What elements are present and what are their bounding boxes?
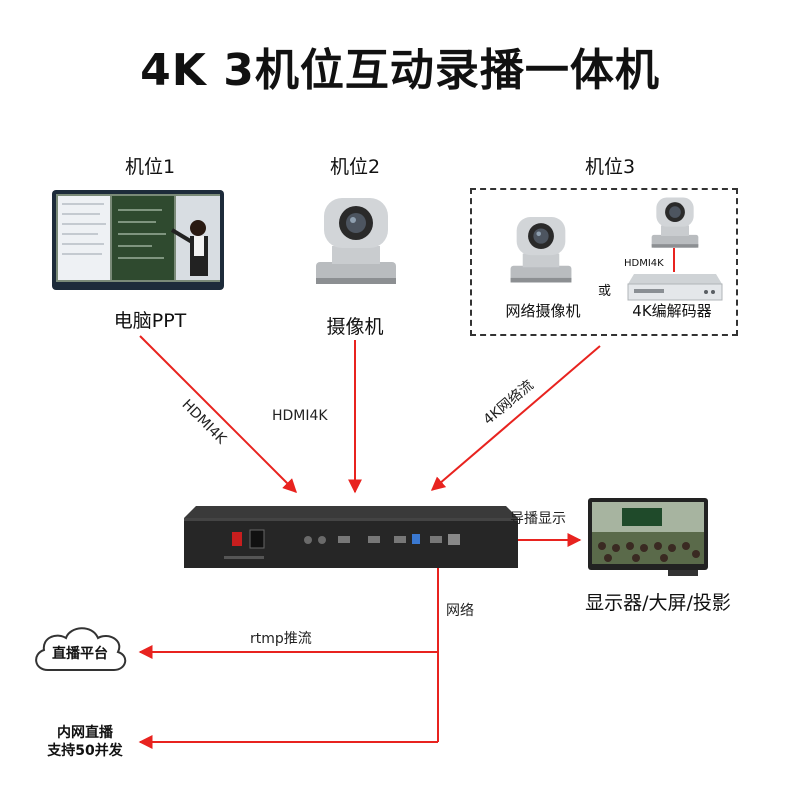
network-camera-caption: 网络摄像机 xyxy=(505,302,581,320)
intranet-line-1: 内网直播 xyxy=(57,725,113,741)
cam1-heading: 机位1 xyxy=(124,156,176,178)
network-camera-icon xyxy=(506,212,576,286)
live-platform-label: 直播平台 xyxy=(52,646,108,662)
decoder-link-label: HDMI4K xyxy=(624,258,664,269)
ptz-camera-icon xyxy=(310,192,402,288)
monitor-icon xyxy=(588,498,708,576)
small-camera-icon xyxy=(648,194,702,250)
edge-rtmp: rtmp推流 xyxy=(250,631,312,647)
arrow-cam3 xyxy=(430,345,601,491)
classroom-board-icon xyxy=(52,190,224,290)
page-title: 4K 3机位互动录播一体机 xyxy=(140,45,660,96)
display-caption: 显示器/大屏/投影 xyxy=(585,592,731,614)
or-text: 或 xyxy=(598,284,612,299)
power-switch-icon xyxy=(232,532,242,546)
recorder-device xyxy=(184,506,518,568)
pc-ppt-image xyxy=(52,190,224,290)
cam2-caption: 摄像机 xyxy=(326,316,384,338)
cloud-icon xyxy=(28,622,132,678)
intranet-line-2: 支持50并发 xyxy=(47,743,123,759)
cam1-caption: 电脑PPT xyxy=(113,310,187,332)
decoder-caption: 4K编解码器 xyxy=(632,302,712,320)
edge-director-display: 导播显示 xyxy=(510,511,566,527)
cam2-heading: 机位2 xyxy=(329,156,381,178)
edge-hdmi-center: HDMI4K xyxy=(272,408,328,424)
decoder-device-icon xyxy=(626,272,724,302)
cam3-group-box xyxy=(470,188,738,336)
arrow-cam1 xyxy=(139,335,297,493)
edge-network: 网络 xyxy=(446,603,474,619)
intranet-live-label: 内网直播 支持50并发 xyxy=(30,724,140,760)
cam3-heading: 机位3 xyxy=(584,156,636,178)
